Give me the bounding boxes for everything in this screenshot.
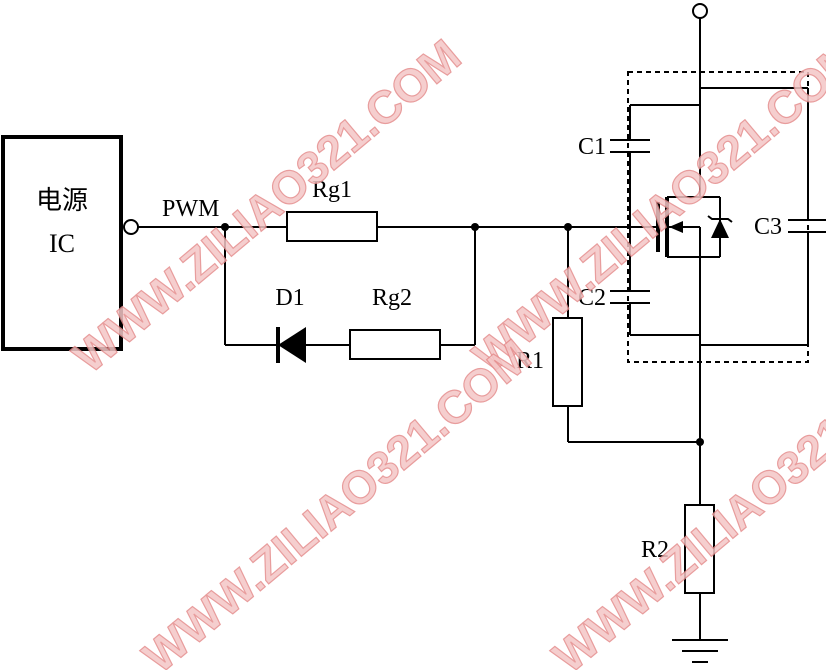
capacitor-c1 [610, 104, 700, 227]
power-ic-box [1, 135, 123, 351]
c3-label: C3 [754, 214, 782, 240]
ground-icon [672, 639, 728, 663]
power-ic-label-line2: IC [49, 229, 75, 258]
r2-label: R2 [641, 537, 669, 563]
resistor-rg1 [286, 211, 378, 242]
junction-dot-branch [471, 223, 479, 231]
capacitor-c3 [700, 87, 826, 346]
watermark: WWW.ZILIAO321.COM [133, 329, 540, 670]
power-ic-block: 电源 IC [1, 135, 123, 351]
r1-label: R1 [516, 348, 544, 374]
junction-dot-pwm [221, 223, 229, 231]
drain-terminal [692, 3, 708, 19]
resistor-r1 [552, 317, 583, 407]
watermark: WWW.ZILIAO321.COM [543, 329, 826, 670]
rg1-label: Rg1 [312, 177, 352, 203]
c1-label: C1 [578, 134, 606, 160]
rg2-label: Rg2 [372, 285, 412, 311]
watermark: WWW.ZILIAO321.COM [463, 29, 826, 383]
pwm-label: PWM [162, 196, 219, 222]
mosfet-transistor [656, 196, 733, 258]
pwm-terminal [123, 219, 139, 235]
diode-d1 [276, 327, 306, 363]
d1-label: D1 [275, 285, 304, 311]
junction-dot-r1 [564, 223, 572, 231]
c2-label: C2 [578, 285, 606, 311]
capacitor-c2 [610, 227, 700, 336]
power-ic-label-line1: 电源 [36, 186, 88, 215]
resistor-rg2 [349, 329, 441, 360]
